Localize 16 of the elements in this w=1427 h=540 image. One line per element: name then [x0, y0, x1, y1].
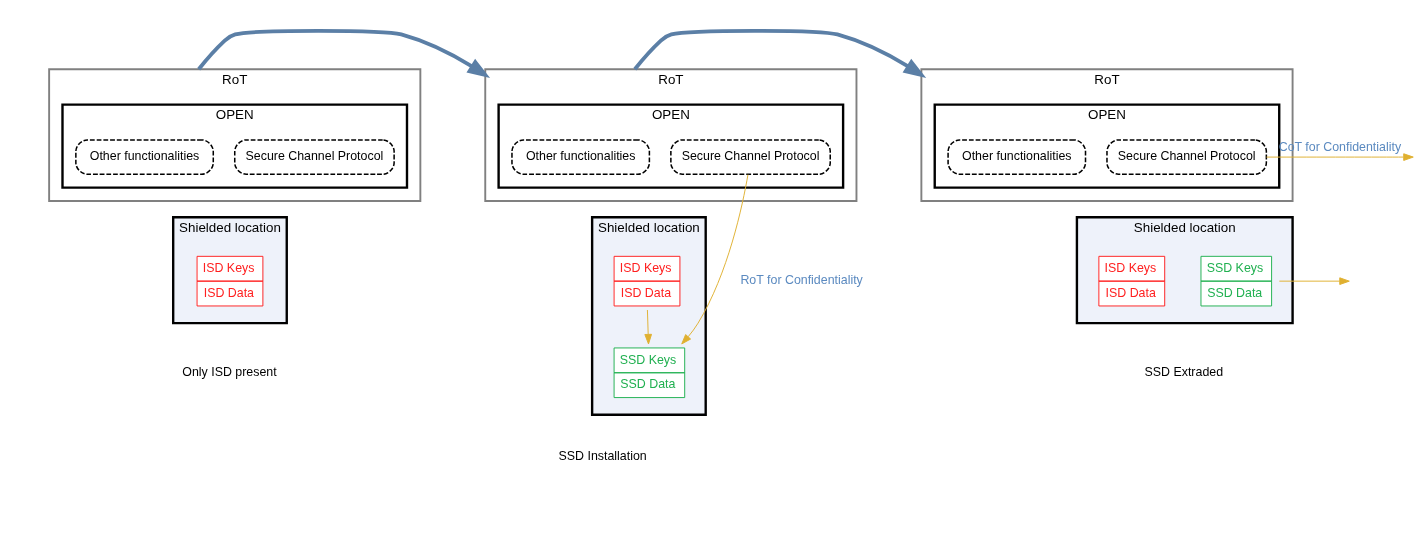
arrow: [681, 173, 749, 344]
arrow: [633, 28, 927, 78]
node-box: Secure Channel Protocol: [234, 138, 395, 175]
node-box: Other functionalities: [947, 138, 1087, 175]
node-box: Secure Channel Protocol: [670, 138, 831, 175]
arrow: [644, 309, 652, 344]
label: SSD Extraded: [1144, 364, 1224, 379]
label: Only ISD present: [182, 364, 277, 379]
arrow: [197, 28, 491, 78]
node-box: Other functionalities: [75, 138, 215, 175]
arrow: [1278, 276, 1350, 285]
label: SSD Installation: [558, 448, 647, 463]
edge-label: RoT for Confidentiality: [740, 272, 863, 287]
node-box: Secure Channel Protocol: [1106, 138, 1268, 175]
node-box: Other functionalities: [511, 138, 651, 175]
arrow: [1265, 152, 1414, 161]
